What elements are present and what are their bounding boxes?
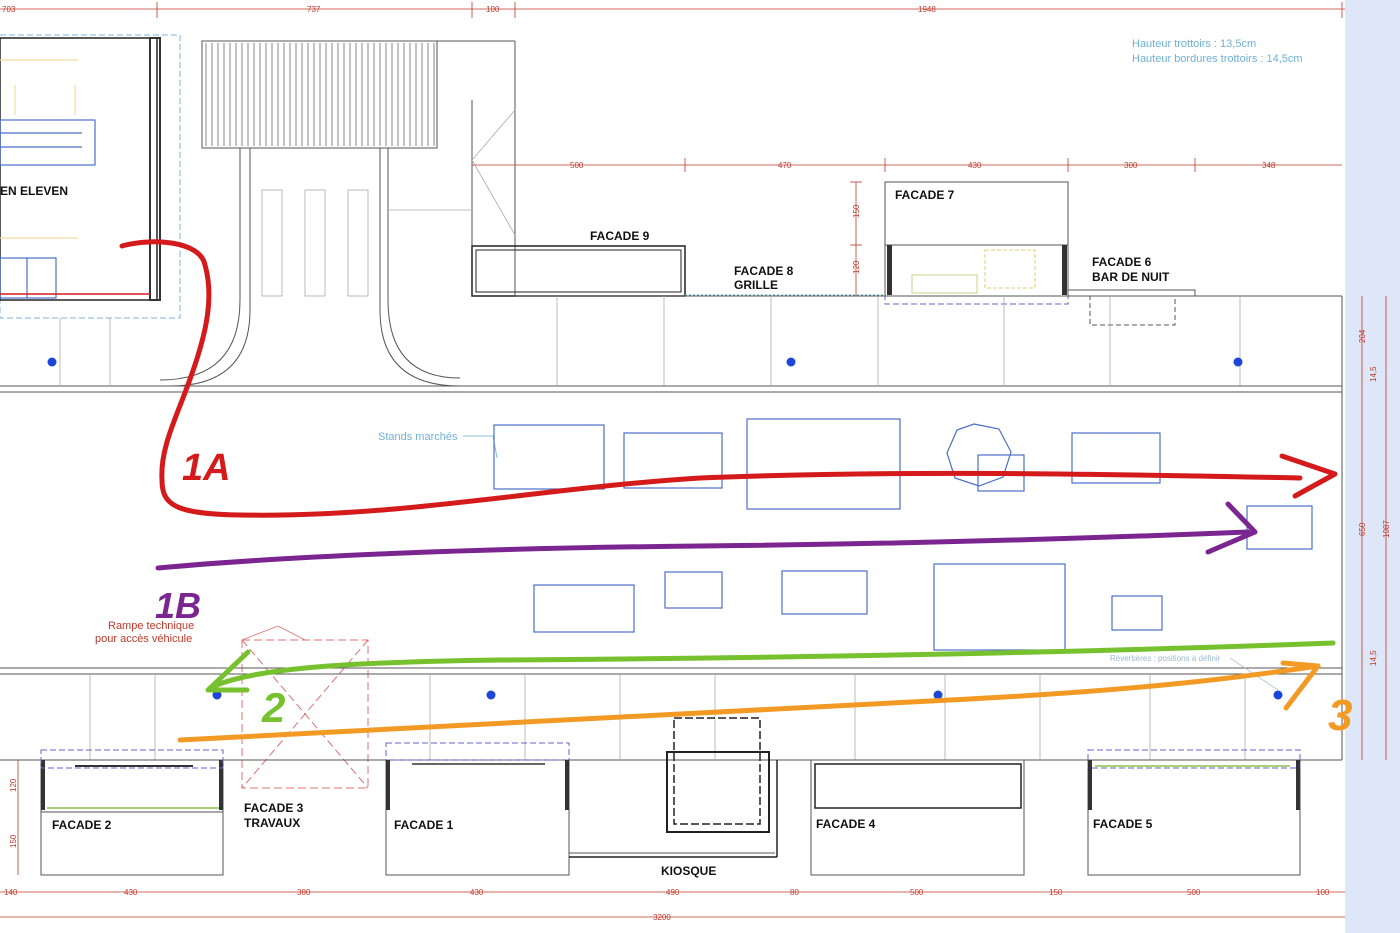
stand [1071, 432, 1161, 484]
dim-bottom-7: 500 [910, 888, 924, 897]
stand [1111, 595, 1163, 631]
label-facade-2: FACADE 2 [52, 818, 112, 832]
dim-mid-5: 348 [1262, 161, 1276, 170]
dim-left-1: 120 [9, 778, 18, 792]
dim-top-3: 100 [486, 5, 500, 14]
left-dimensions: 120 150 [9, 760, 19, 875]
lamp-dot [212, 690, 222, 700]
facade-8: FACADE 8 GRILLE [685, 264, 885, 296]
dim-total: 3200 [653, 913, 671, 922]
technical-ramp: Rampe technique pour accès véhicule [95, 620, 369, 789]
kiosque: KIOSQUE [569, 717, 778, 878]
bottom-dimension-line: 140 430 380 430 490 80 500 150 500 100 3… [0, 888, 1345, 922]
dim-bottom-5: 490 [666, 888, 680, 897]
right-dimensions: 204 14,5 650 1087 14,5 [1358, 296, 1391, 760]
facade-9: FACADE 9 [471, 229, 686, 297]
dim-right-5: 14,5 [1369, 650, 1378, 666]
route-label-1b: 1B [155, 585, 201, 626]
top-dimension-line: 703 737 100 1948 [0, 2, 1345, 18]
lamp-dot [1273, 690, 1283, 700]
dim-right-4: 1087 [1382, 520, 1391, 538]
dim-right-3: 650 [1358, 522, 1367, 536]
lamp-dot [1233, 357, 1243, 367]
note-sidewalk-height: Hauteur trottoirs : 13,5cm [1132, 38, 1256, 50]
dim-bottom-4: 430 [470, 888, 484, 897]
note-curb-height: Hauteur bordures trottoirs : 14,5cm [1132, 53, 1303, 65]
seven-eleven-building: EN ELEVEN [0, 34, 181, 319]
stand [1246, 505, 1313, 550]
lamp-dot [786, 357, 796, 367]
dim-mid-3: 430 [968, 161, 982, 170]
route-3: 3 [177, 660, 1352, 743]
lamp-dot [47, 357, 57, 367]
dim-top-1: 703 [2, 5, 16, 14]
dim-mid-1: 500 [570, 161, 584, 170]
dim-mid-4: 300 [1124, 161, 1138, 170]
dim-mid-2: 470 [778, 161, 792, 170]
label-ramp-1: Rampe technique [108, 620, 194, 632]
lamp-dot [486, 690, 496, 700]
dim-left-2: 150 [9, 834, 18, 848]
route-label-1a: 1A [182, 447, 231, 489]
label-facade-4: FACADE 4 [816, 817, 876, 831]
market-stands: Stands marchés [378, 418, 1313, 651]
right-margin-band [1345, 0, 1400, 933]
label-facade-3-travaux: TRAVAUX [244, 816, 300, 830]
dim-facade7-v2: 120 [852, 260, 861, 274]
label-lamps: Réverbères : positions à définir [1110, 654, 1221, 663]
facade-1: FACADE 1 [385, 742, 570, 876]
route-label-2: 2 [261, 684, 285, 731]
dim-right-2: 14,5 [1369, 366, 1378, 382]
stand [781, 570, 868, 615]
dim-bottom-3: 380 [297, 888, 311, 897]
facade-5: FACADE 5 [1087, 749, 1301, 876]
label-facade-8: FACADE 8 [734, 264, 794, 278]
stand [933, 563, 1066, 651]
dim-facade7-v1: 150 [852, 204, 861, 218]
facade-4: FACADE 4 [810, 759, 1025, 876]
label-stands: Stands marchés [378, 431, 458, 443]
dim-top-4: 1948 [918, 5, 936, 14]
label-facade-8-grille: GRILLE [734, 278, 778, 292]
label-facade-1: FACADE 1 [394, 818, 454, 832]
dim-top-2: 737 [307, 5, 321, 14]
dim-bottom-10: 100 [1316, 888, 1330, 897]
label-ramp-2: pour accès véhicule [95, 633, 192, 645]
facade-7: 150 120 FACADE 7 [850, 181, 1069, 305]
stand [493, 424, 605, 490]
route-1b: 1B [155, 501, 1258, 626]
route-2: 2 [205, 640, 1336, 731]
stand [664, 571, 723, 609]
route-1a: 1A [119, 239, 1338, 518]
mid-dimension-line: 500 470 430 300 348 [472, 158, 1342, 172]
dim-bottom-9: 500 [1187, 888, 1201, 897]
facade-3: FACADE 3 TRAVAUX [244, 801, 304, 830]
label-facade-5: FACADE 5 [1093, 817, 1153, 831]
dim-right-1: 204 [1358, 329, 1367, 343]
side-street [159, 40, 516, 387]
label-seven-eleven: EN ELEVEN [0, 184, 68, 198]
dim-bottom-2: 430 [124, 888, 138, 897]
stand-octagon [946, 423, 1012, 487]
dim-bottom-6: 80 [790, 888, 799, 897]
dim-bottom-8: 150 [1049, 888, 1063, 897]
top-sidewalk [0, 295, 1343, 760]
stand [623, 432, 723, 489]
label-kiosque: KIOSQUE [661, 864, 716, 878]
facade-2: FACADE 2 [40, 749, 224, 876]
label-facade-7: FACADE 7 [895, 188, 955, 202]
bottom-sidewalk: Réverbères : positions à définir [0, 654, 1342, 761]
label-facade-9: FACADE 9 [590, 229, 650, 243]
dim-bottom-1: 140 [4, 888, 18, 897]
facade-6: FACADE 6 BAR DE NUIT [1067, 255, 1196, 326]
label-facade-3: FACADE 3 [244, 801, 304, 815]
stand [746, 418, 901, 510]
stand [533, 584, 635, 633]
label-facade-6-bar: BAR DE NUIT [1092, 270, 1170, 284]
lamp-dot [933, 690, 943, 700]
label-facade-6: FACADE 6 [1092, 255, 1152, 269]
route-label-3: 3 [1328, 691, 1352, 740]
